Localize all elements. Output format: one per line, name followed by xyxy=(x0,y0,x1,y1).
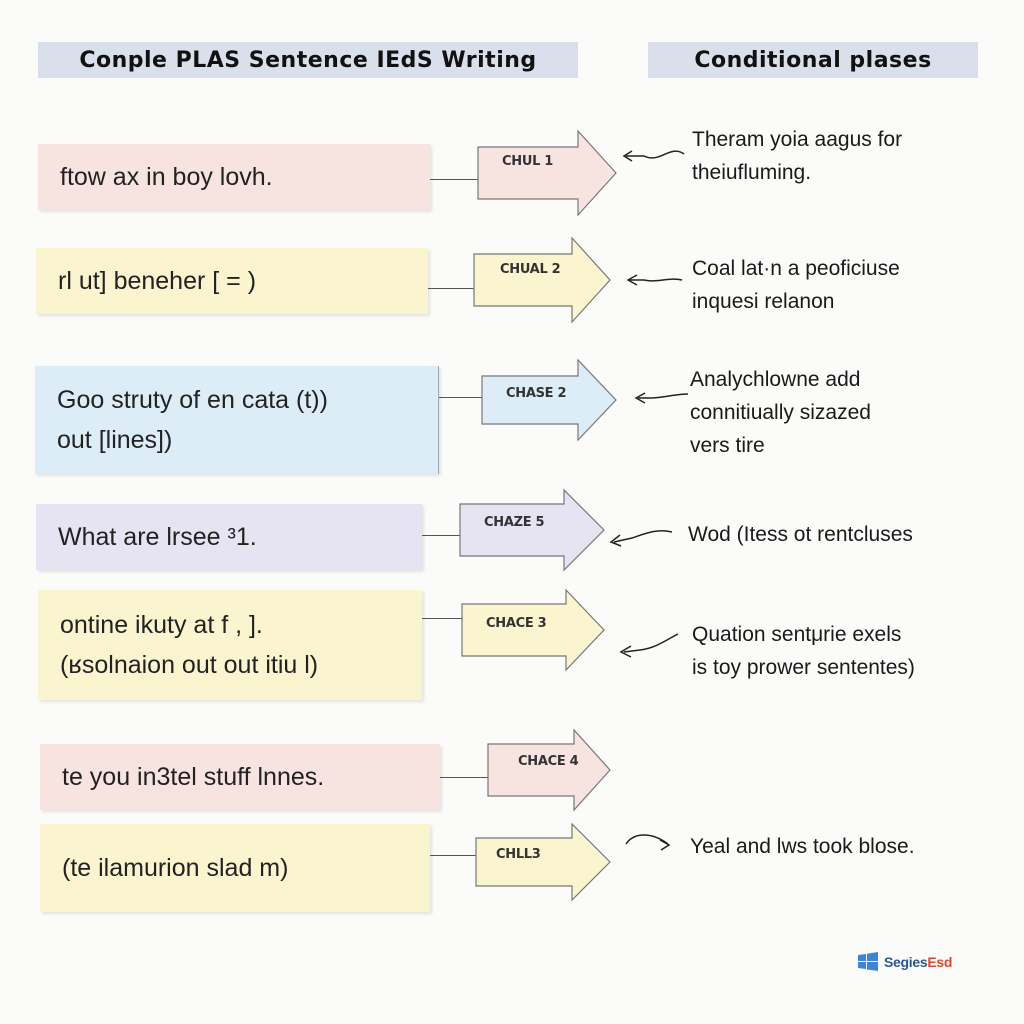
sentence-box-1: ftow ax in boy lovh. xyxy=(38,144,430,210)
sentence-box-3: Goo struty of en cata (t)) out [lines]) xyxy=(35,366,439,474)
sentence-text: rl ut] beneher [ = ) xyxy=(58,267,257,295)
brand-logo: SegiesEsd xyxy=(858,952,952,972)
windows-logo-icon xyxy=(858,952,878,971)
arrow-label: CHACE 4 xyxy=(518,754,579,769)
arrow-shape xyxy=(475,822,611,902)
sentence-box-6: te you in3tel stuff lnnes. xyxy=(40,744,440,810)
arrow-shape xyxy=(473,236,611,324)
sentence-text: (te ilamurion slad m) xyxy=(62,854,289,882)
curved-arrow-icon xyxy=(634,392,689,404)
connector-line xyxy=(440,777,490,778)
curved-arrow-icon xyxy=(609,529,673,547)
arrow-1 xyxy=(477,129,617,217)
sentence-text: ontine ikuty at f , ]. (ʁsolnaion out ou… xyxy=(60,611,319,679)
arrow-label: CHACE 3 xyxy=(486,616,547,631)
arrow-label: CHAZE 5 xyxy=(484,515,545,530)
arrow-shape xyxy=(461,588,605,672)
connector-line xyxy=(428,288,478,289)
arrow-shape xyxy=(481,358,617,442)
curved-arrow-icon xyxy=(625,834,671,851)
connector-line xyxy=(422,535,464,536)
curved-arrow-icon xyxy=(626,274,683,286)
connector-line xyxy=(430,855,478,856)
sentence-box-7: (te ilamurion slad m) xyxy=(40,824,430,912)
arrow-label: CHUL 1 xyxy=(502,154,554,169)
note-7: Yeal and lws took blose. xyxy=(690,835,915,858)
sentence-text: ftow ax in boy lovh. xyxy=(60,163,273,191)
curved-arrow-icon xyxy=(619,633,679,658)
note-4: Wod (Itess ot rentcluses xyxy=(688,523,913,546)
arrow-shape xyxy=(477,129,617,217)
connector-line xyxy=(422,618,466,619)
arrow-shape xyxy=(487,728,611,812)
sentence-text: te you in3tel stuff lnnes. xyxy=(62,763,325,791)
connector-line xyxy=(430,179,480,180)
sentence-text: Goo struty of en cata (t)) out [lines]) xyxy=(57,386,328,454)
arrow-3 xyxy=(481,358,617,442)
arrow-label: CHASE 2 xyxy=(506,386,567,401)
note-5: Quation sentμrie exels is toy prower sen… xyxy=(692,623,915,679)
arrow-5 xyxy=(461,588,605,672)
connector-line xyxy=(439,397,485,398)
arrow-shape xyxy=(459,488,605,572)
note-3: Analychlowne add connitiually sizazed ve… xyxy=(690,368,871,457)
note-2: Coal lat·n a peoficiuse inquesi relanon xyxy=(692,257,900,313)
sentence-box-5: ontine ikuty at f , ]. (ʁsolnaion out ou… xyxy=(38,590,422,700)
logo-text: SegiesEsd xyxy=(884,954,952,970)
logo-text-part2: Esd xyxy=(927,954,953,970)
sentence-box-2: rl ut] beneher [ = ) xyxy=(36,248,428,314)
right-column-header: Conditional plases xyxy=(648,42,978,78)
left-column-header: Conple PLAS Sentence IEdS Writing xyxy=(38,42,578,78)
arrow-label: CHUAL 2 xyxy=(500,262,561,277)
arrow-2 xyxy=(473,236,611,324)
arrow-label: CHLL3 xyxy=(496,847,541,862)
arrow-4 xyxy=(459,488,605,572)
arrow-7 xyxy=(475,822,611,902)
logo-text-part1: Segies xyxy=(884,954,928,970)
note-1: Theram yoia aagus for theiufluming. xyxy=(692,128,903,184)
curved-arrow-icon xyxy=(622,150,685,162)
arrow-6 xyxy=(487,728,611,812)
sentence-text: What are lrsee ³1. xyxy=(58,523,257,551)
sentence-box-4: What are lrsee ³1. xyxy=(36,504,422,570)
